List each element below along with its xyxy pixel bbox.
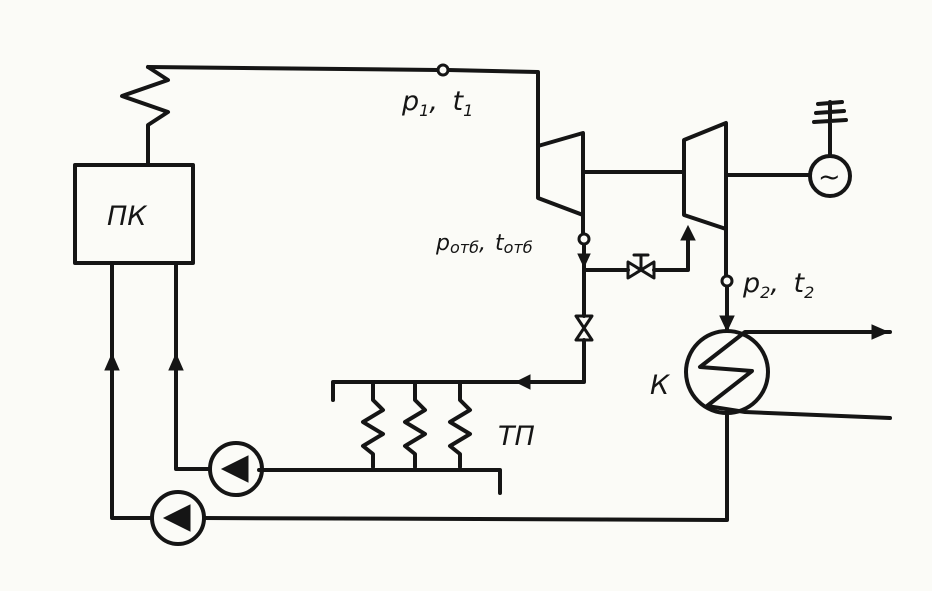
inlet-measurement-point [436,63,450,77]
heater-drain-pump-arrow [220,455,249,483]
feed-water-line [110,263,154,520]
feed-pump-arrow [162,504,191,532]
heater-coil-2 [403,380,427,469]
lp-turbine [682,121,728,231]
condensate-line [202,411,729,522]
extraction-measurement-point [577,232,591,246]
hp-turbine [536,131,585,217]
exhaust-parameters-label: p2, t2 [742,268,814,302]
inlet-parameters-label: p1, t1 [401,86,473,120]
heater-return-line [174,263,212,471]
bypass-flow-arrow [680,224,696,241]
boiler-label: ПК [107,201,148,232]
extraction-flow-arrow [577,253,591,269]
superheater-coil [120,65,170,167]
svg-text:p2, t2: p2, t2 [742,268,814,302]
exhaust-flow-arrow [719,315,735,333]
svg-text:p1, t1: p1, t1 [401,86,473,120]
svg-text:pотб, tотб: pотб, tотб [435,231,533,257]
feed-water-arrow [104,352,120,371]
heater-coil-1 [361,380,385,469]
heater-coil-3 [448,380,472,469]
control-valve-stem [632,253,650,272]
condenser-circle [684,329,770,415]
condenser-label: К [650,370,671,401]
heater-inlet-arrow [514,374,531,390]
condenser-cooling-coil [698,330,892,420]
boiler-box [73,163,195,265]
main-steam-line [146,65,440,72]
heater-drain-line [257,468,502,495]
cooling-water-outlet-arrow [871,324,890,340]
control-valve-icon [626,260,656,280]
heater-label: ТП [498,421,535,452]
extraction-to-heater [518,338,586,384]
heater-header [331,380,522,402]
main-steam-line-to-turbine [446,68,540,148]
generator-antenna-icon [812,100,848,158]
extraction-parameters-label: pотб, tотб [435,231,533,257]
shutoff-valve-icon [574,314,594,342]
generator-symbol: ~ [818,162,841,193]
heater-return-arrow [168,352,184,371]
exhaust-measurement-point [720,274,734,288]
bypass-line [582,228,690,272]
